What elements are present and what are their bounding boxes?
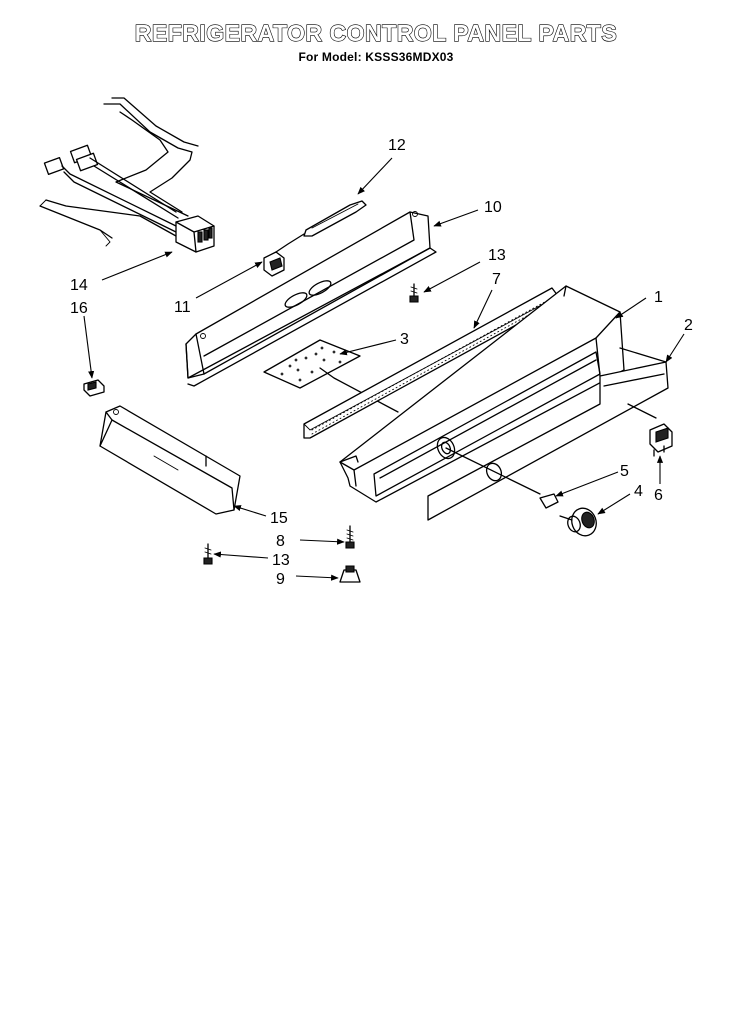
bottom-trim (99, 405, 241, 515)
screw-8 (345, 525, 355, 549)
thermistor-probe (275, 200, 367, 253)
control-knob (559, 507, 597, 537)
callout-11: 11 (174, 299, 191, 316)
page-title: REFRIGERATOR CONTROL PANEL PARTS (134, 19, 618, 46)
model-subtitle: For Model: KSSS36MDX03 (298, 50, 454, 64)
wire-harness (39, 97, 215, 253)
control-bracket (185, 211, 437, 387)
callout-5: 5 (620, 463, 629, 480)
rocker-switch (649, 423, 673, 457)
control-housing (339, 285, 625, 503)
callout-leaders (83, 157, 685, 581)
callout-2: 2 (684, 317, 693, 334)
leveling-foot (339, 565, 361, 583)
callout-12: 12 (388, 137, 406, 154)
callout-16: 16 (70, 300, 88, 317)
clip-part (263, 251, 285, 277)
callout-10: 10 (484, 199, 502, 216)
callout-9: 9 (276, 571, 285, 588)
callout-13-lower: 13 (272, 552, 290, 569)
callout-8: 8 (276, 533, 285, 550)
callout-4: 4 (634, 483, 643, 500)
control-board (263, 339, 399, 413)
screw-13-top (409, 283, 419, 303)
knob-clip (539, 493, 559, 509)
callout-3: 3 (400, 331, 409, 348)
callout-14: 14 (70, 277, 88, 294)
callout-15: 15 (270, 510, 288, 527)
callout-7: 7 (492, 271, 501, 288)
screw-13-lower (203, 543, 213, 565)
callout-13-top: 13 (488, 247, 506, 264)
callout-1: 1 (654, 289, 663, 306)
wire-clip (83, 379, 105, 397)
callout-6: 6 (654, 487, 663, 504)
